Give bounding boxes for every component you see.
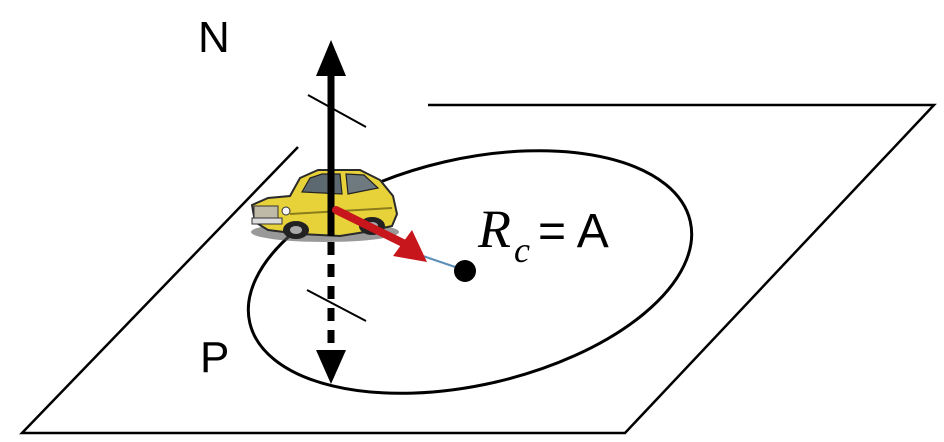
label-P: P (200, 333, 229, 382)
label-rc: R c = A (477, 199, 609, 270)
curvature-circle (246, 149, 694, 395)
label-rc-value: = A (538, 205, 609, 258)
normal-down-dotted (316, 242, 346, 384)
up-arrowhead (316, 40, 346, 76)
plane-outline (19, 103, 937, 435)
center-point (454, 260, 476, 282)
label-rc-subscript: c (514, 230, 530, 270)
radius-arrow (332, 206, 427, 262)
lower-tick-mark (306, 289, 367, 322)
down-arrowhead (316, 350, 346, 384)
normal-up-arrow (316, 40, 346, 236)
upper-tick-mark (307, 94, 367, 128)
label-N: N (198, 13, 230, 62)
label-rc-symbol: R (477, 199, 511, 259)
